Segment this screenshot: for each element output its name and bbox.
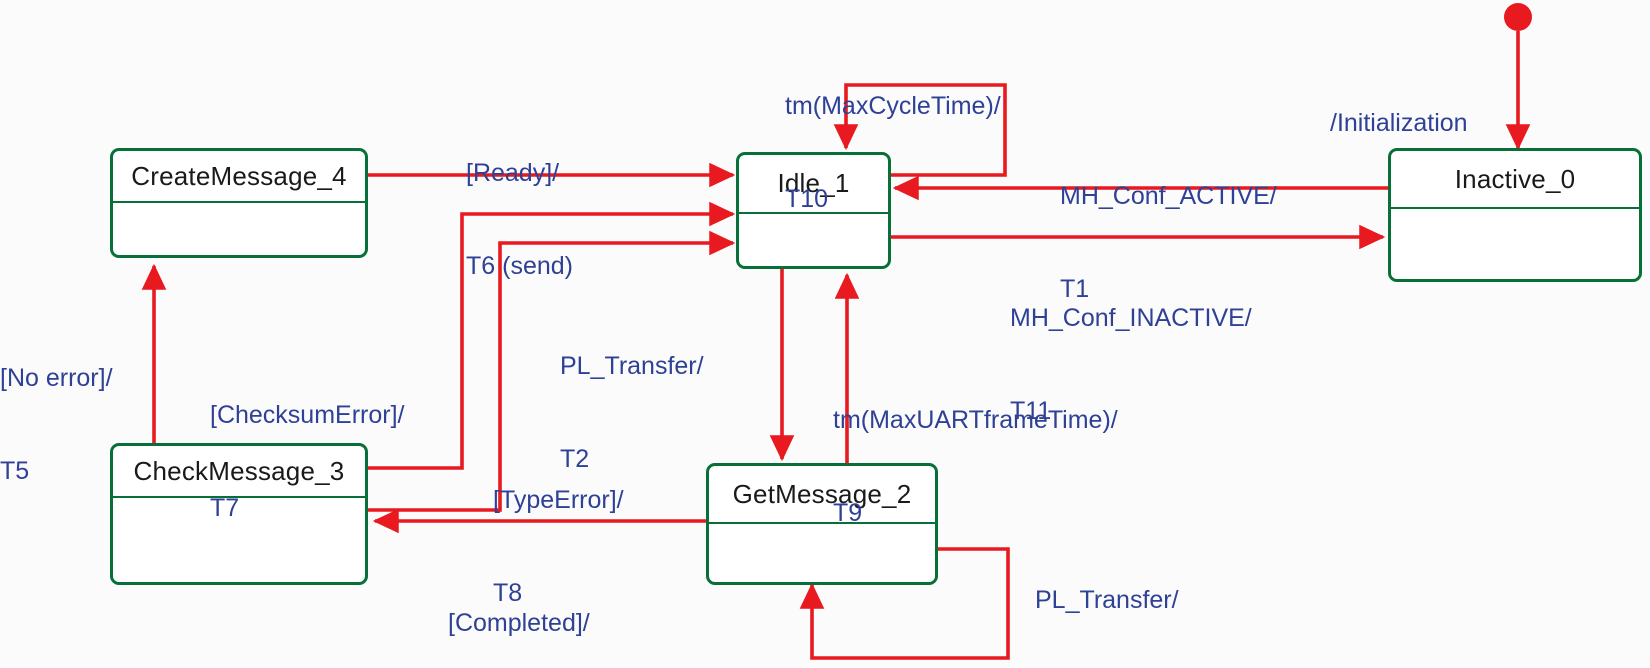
transition-label-T2: PL_Transfer/ T2 <box>560 351 704 474</box>
transition-label-T5: [No error]/ T5 <box>0 363 113 486</box>
edge-T10 <box>833 83 1007 177</box>
edge-T3 <box>799 547 1010 660</box>
state-create-message-4[interactable]: CreateMessage_4 <box>110 148 368 258</box>
transition-label-T6: [Ready]/ T6 (send) <box>466 158 573 281</box>
edge-TINIT <box>1504 3 1532 151</box>
transition-label-T8: [TypeError]/ T8 <box>493 485 624 608</box>
transition-label-T10: tm(MaxCycleTime)/ T10 <box>785 91 1001 214</box>
edge-T8 <box>368 230 736 512</box>
state-name: CreateMessage_4 <box>113 151 365 203</box>
transition-label-T1: MH_Conf_ACTIVE/ T1 <box>1060 181 1277 304</box>
state-idle-1[interactable]: Idle_1 <box>736 152 891 269</box>
transition-label-T11: MH_Conf_INACTIVE/ T11 <box>1010 303 1252 426</box>
transition-label-T7: [ChecksumError]/ T7 <box>210 400 405 523</box>
state-compartment <box>1391 209 1639 279</box>
edge-T7 <box>368 201 736 470</box>
state-compartment <box>113 203 365 255</box>
transition-label-T4: [Completed]/ T4 <box>448 608 590 637</box>
state-name: Idle_1 <box>739 155 888 214</box>
transition-label-TINIT: /Initialization <box>1330 108 1468 137</box>
transition-label-T3: PL_Transfer/ T3 <box>1035 585 1179 614</box>
state-check-message-3[interactable]: CheckMessage_3 <box>110 443 368 585</box>
state-name: CheckMessage_3 <box>113 446 365 498</box>
state-name: Inactive_0 <box>1391 151 1639 209</box>
transition-label-T9: tm(MaxUARTframeTime)/ T9 <box>833 405 1118 528</box>
state-get-message-2[interactable]: GetMessage_2 <box>706 463 938 585</box>
state-name: GetMessage_2 <box>709 466 935 524</box>
